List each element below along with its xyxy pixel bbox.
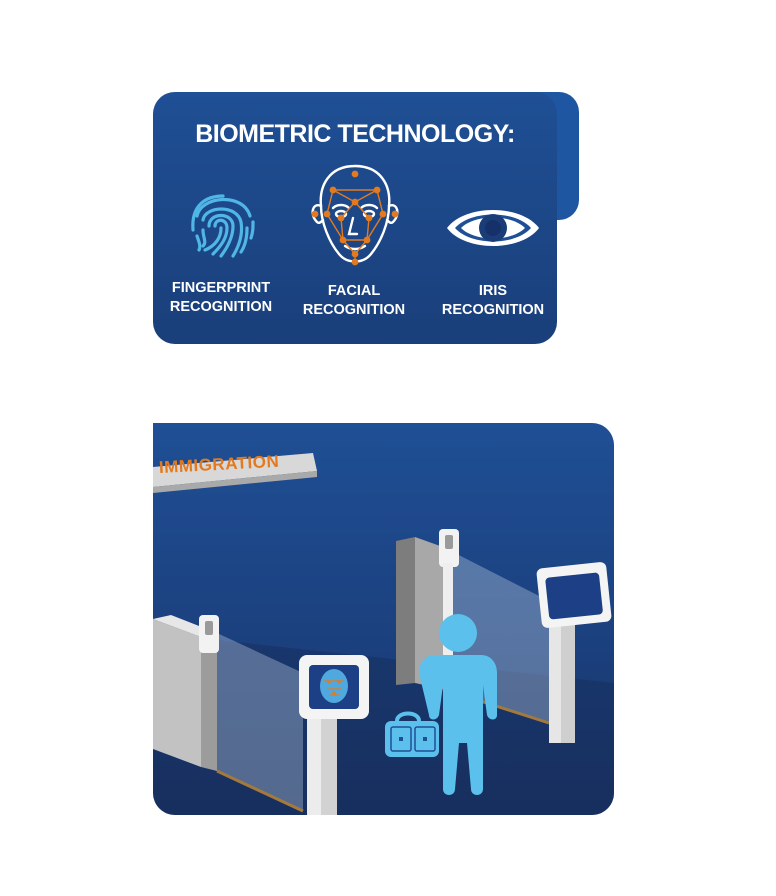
iris-label: IRIS RECOGNITION xyxy=(441,283,545,318)
card-panel: BIOMETRIC TECHNOLOGY: FINGERPRINT RECOGN… xyxy=(153,92,557,344)
fingerprint-icon xyxy=(191,194,255,258)
immigration-scene-card: IMMIGRATION xyxy=(153,423,614,815)
facial-label: FACIAL RECOGNITION xyxy=(302,283,406,318)
face-scan-screen xyxy=(320,669,348,703)
immigration-sign xyxy=(153,453,317,493)
biometric-gate xyxy=(153,615,369,815)
card-heading: BIOMETRIC TECHNOLOGY: xyxy=(195,120,515,148)
suitcase-icon xyxy=(385,711,439,757)
biometric-technology-card: BIOMETRIC TECHNOLOGY: FINGERPRINT RECOGN… xyxy=(153,92,579,344)
fingerprint-label: FINGERPRINT RECOGNITION xyxy=(169,280,273,315)
face-mesh-icon xyxy=(311,164,399,266)
traveler-figure xyxy=(419,614,497,795)
eye-icon xyxy=(447,210,539,246)
biometric-gate xyxy=(396,529,612,743)
immigration-gates-scene xyxy=(153,529,614,815)
